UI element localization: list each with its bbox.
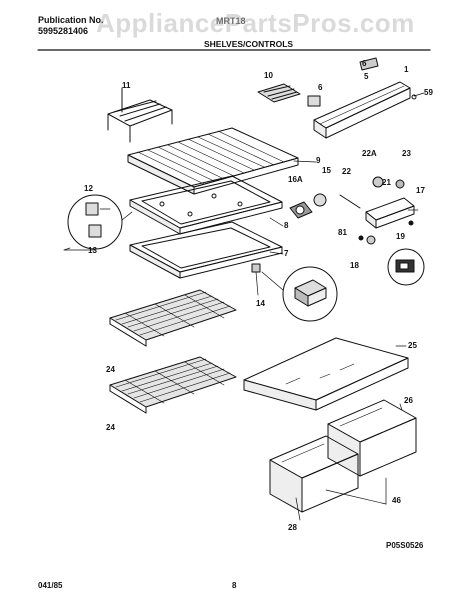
part-label-81: 81: [338, 228, 347, 237]
publication-label: Publication No.: [38, 15, 104, 25]
shelf-frame-part: [129, 175, 284, 235]
part-label-14: 14: [256, 299, 265, 308]
part-label-22: 22: [342, 167, 351, 176]
part-label-24a: 24: [106, 365, 115, 374]
part-label-25: 25: [408, 341, 417, 350]
date-code: 041/85: [38, 581, 63, 590]
wire-shelf-upper: [109, 289, 237, 347]
part-label-28: 28: [288, 523, 297, 532]
part-label-1: 1: [404, 65, 409, 74]
part-label-21: 21: [382, 178, 391, 187]
crisper-drawer-right: [327, 399, 417, 477]
page-number: 8: [232, 581, 237, 590]
part-label-9: 9: [316, 156, 321, 165]
publication-number: 5995281406: [38, 26, 89, 36]
model-number: MRT18: [216, 16, 246, 26]
watermark: AppliancePartsPros.com: [96, 8, 415, 38]
part-label-17: 17: [416, 186, 425, 195]
leader-46a: [325, 489, 387, 505]
part-label-6a: 6: [318, 83, 323, 92]
top-shelf-part: [127, 127, 317, 195]
part-label-7: 7: [284, 249, 289, 258]
part-label-12: 12: [84, 184, 93, 193]
part-label-24b: 24: [106, 423, 115, 432]
lower-shelf-frame-part: [129, 221, 284, 279]
part-label-26: 26: [404, 396, 413, 405]
leader-28: [295, 497, 301, 521]
control-housing-parts: [257, 57, 425, 139]
part-label-15: 15: [322, 166, 331, 175]
part-label-18: 18: [350, 261, 359, 270]
part-label-22a: 22A: [362, 149, 377, 158]
part-label-59: 59: [424, 88, 433, 97]
bracket-detail-callout: [63, 194, 133, 251]
crisper-drawer-left: [269, 435, 359, 513]
part-label-16a: 16A: [288, 175, 303, 184]
part-label-13: 13: [88, 246, 97, 255]
crisper-cover-part: [243, 337, 409, 411]
part-label-8: 8: [284, 221, 289, 230]
part-label-11: 11: [122, 81, 131, 90]
wire-rack-part: [107, 87, 173, 143]
part-label-6b: 6: [362, 59, 367, 68]
part-label-5: 5: [364, 72, 369, 81]
part-label-46: 46: [392, 496, 401, 505]
leader-26: [399, 403, 403, 411]
part-label-19: 19: [396, 232, 405, 241]
part-label-10: 10: [264, 71, 273, 80]
section-title: SHELVES/CONTROLS: [204, 39, 294, 49]
shelf-clip-part: [251, 263, 338, 322]
thermostat-control-parts: [289, 176, 425, 286]
part-label-23: 23: [402, 149, 411, 158]
wire-shelf-lower: [109, 356, 237, 414]
diagram-code: P05S0526: [386, 541, 424, 550]
